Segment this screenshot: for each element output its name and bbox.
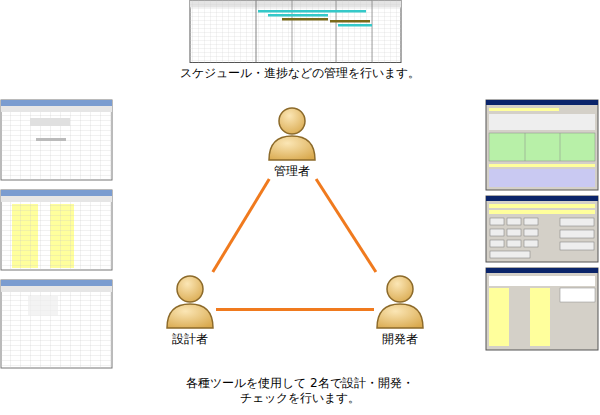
person-icon (374, 272, 426, 330)
app-window-screenshot (486, 100, 598, 190)
person-icon (164, 272, 216, 330)
caption-text: 各種ツールを使用して 2名で設計・開発・チェックを行います。 (185, 376, 415, 406)
person-node: 開発者 (374, 272, 426, 347)
gantt-screenshot (190, 1, 401, 63)
relation-line (213, 179, 269, 272)
person-icon (266, 104, 318, 162)
spreadsheet-screenshot (1, 280, 112, 368)
note-text: スケジュール・進捗などの管理を行います。 (0, 66, 600, 81)
person-node: 設計者 (164, 272, 216, 347)
role-label: 開発者 (374, 330, 426, 347)
spreadsheet-screenshot (1, 100, 112, 180)
relation-line (216, 308, 374, 311)
app-window-screenshot (486, 196, 598, 262)
relation-line (316, 179, 376, 272)
role-label: 管理者 (266, 162, 318, 179)
relation-line (316, 179, 376, 272)
person-node: 管理者 (266, 104, 318, 179)
app-window-screenshot (486, 268, 598, 350)
spreadsheet-screenshot (1, 190, 112, 270)
relation-line (213, 179, 269, 272)
relation-line (216, 309, 374, 310)
role-label: 設計者 (164, 330, 216, 347)
